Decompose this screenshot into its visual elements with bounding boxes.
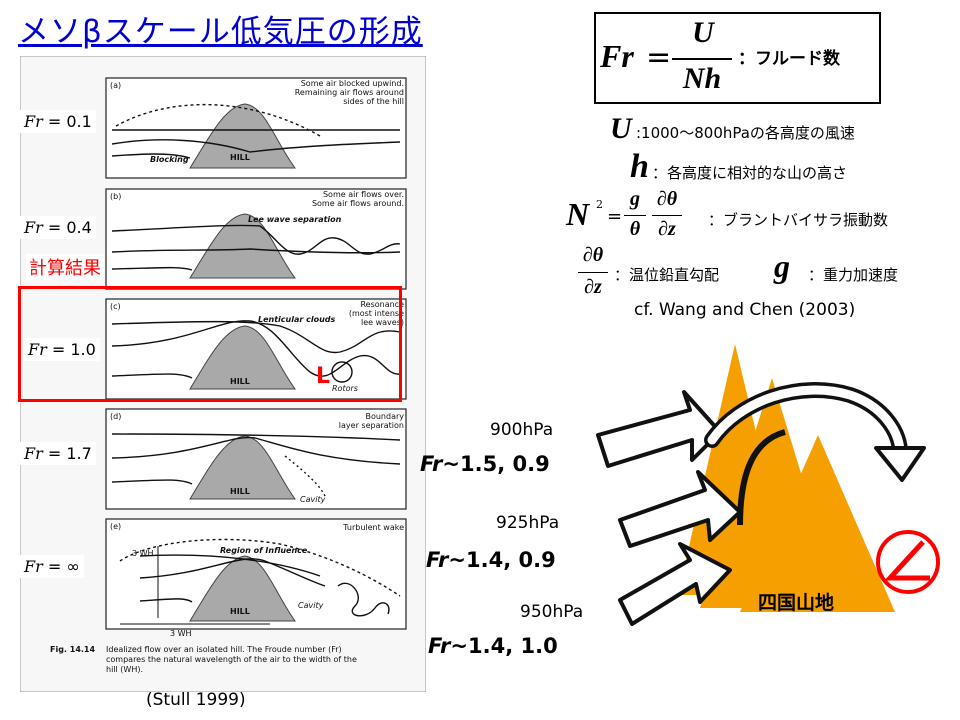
panel-e-wake: Turbulent wake	[342, 523, 404, 532]
panel-e-hill: HILL	[230, 607, 250, 616]
panel-a-hill: HILL	[230, 153, 250, 162]
def-g-text: ：重力加速度	[808, 266, 899, 284]
def-dtheta-bar	[578, 272, 608, 273]
panel-d-note1: Boundary	[365, 412, 404, 421]
panel-a-note1: Some air blocked upwind.	[301, 79, 404, 88]
formula-caption: ：フルード数	[738, 49, 840, 69]
formula-numerator: U	[692, 16, 714, 49]
fr-label-c: Fr = 1.0	[24, 338, 100, 361]
level-900-pressure: 900hPa	[490, 420, 554, 440]
mountain-label: 四国山地	[758, 592, 835, 614]
panel-a-note2: Remaining air flows around	[295, 88, 404, 97]
panel-c-note2: (most intense	[349, 309, 404, 318]
flow-arrow-900	[596, 390, 722, 468]
level-950-pressure: 950hPa	[520, 602, 584, 622]
def-n-frac1-den: θ	[629, 218, 641, 240]
def-g-symbol: g	[774, 248, 790, 284]
flow-arrow-950	[618, 542, 732, 626]
def-h-text: ：各高度に相対的な山の高さ	[652, 164, 848, 182]
def-n-eq: =	[607, 206, 623, 227]
formula-equals: =	[646, 40, 672, 75]
curved-flow-upper-head	[874, 446, 926, 482]
panel-e-cavity: Cavity	[298, 601, 324, 610]
panel-a-blocking: Blocking	[150, 155, 189, 164]
def-h-symbol: h	[630, 148, 649, 185]
level-925-fr: Fr~1.4, 0.9	[426, 548, 556, 572]
flow-regime-figure: (a) Some air blocked upwind. Remaining a…	[20, 56, 426, 692]
hill-b	[189, 213, 296, 279]
source-citation: (Stull 1999)	[146, 690, 246, 710]
panel-b-note1: Some air flows over.	[323, 190, 404, 199]
mountain-peak-3	[740, 435, 895, 612]
def-n-symbol: N	[566, 196, 590, 232]
formula-denominator: Nh	[682, 62, 722, 95]
panel-c-rotors: Rotors	[332, 384, 358, 393]
def-dtheta-text: ：温位鉛直勾配	[614, 266, 720, 284]
def-n-frac1-num: g	[630, 188, 640, 210]
panel-b-tag: (b)	[110, 192, 121, 201]
panel-d-note2: layer separation	[339, 421, 404, 430]
panel-e-wh1: 3 WH	[132, 549, 154, 558]
figure-caption-1: Idealized flow over an isolated hill. Th…	[106, 645, 342, 654]
figure-caption-2: compares the natural wavelength of the a…	[106, 655, 357, 664]
def-n-exp: 2	[596, 198, 603, 211]
level-950-fr: Fr~1.4, 1.0	[428, 634, 558, 658]
figure-caption-3: hill (WH).	[106, 665, 143, 674]
def-u-symbol: U	[610, 112, 632, 145]
formula-fraction-bar	[672, 58, 732, 60]
panel-e-wh2: 3 WH	[170, 629, 192, 638]
panel-c-tag: (c)	[110, 302, 121, 311]
fr-label-d: Fr = 1.7	[20, 442, 96, 465]
panel-e-region: Region of Influence	[220, 546, 308, 555]
def-n-frac2-den: ∂z	[658, 218, 676, 240]
panel-d-cavity: Cavity	[300, 495, 326, 504]
panel-a-tag: (a)	[110, 81, 121, 90]
panel-a-note3: sides of the hill	[343, 97, 404, 106]
flow-arrow-925	[618, 470, 742, 548]
panel-d-hill: HILL	[230, 487, 250, 496]
panel-c-note1: Resonance	[360, 300, 404, 309]
result-highlight-box	[18, 286, 402, 402]
result-label: 計算結果	[26, 254, 104, 280]
hill-c	[189, 325, 296, 390]
def-dtheta-den: ∂z	[584, 276, 602, 298]
panel-c-note3: lee waves)	[361, 318, 404, 327]
panel-c-lenticular: Lenticular clouds	[258, 315, 335, 324]
hill-d	[189, 435, 296, 500]
formula-lhs: Fr	[600, 38, 634, 74]
panel-e-tag: (e)	[110, 522, 121, 531]
panel-b-note2: Some air flows around.	[312, 199, 404, 208]
low-marker: L	[316, 364, 331, 389]
figure-number: Fig. 14.14	[50, 645, 95, 654]
hill-e	[189, 555, 296, 622]
hill-a	[189, 103, 296, 169]
fr-label-a: Fr = 0.1	[20, 110, 96, 133]
def-n-frac2-bar	[652, 215, 682, 216]
level-900-fr: Fr~1.5, 0.9	[420, 452, 550, 476]
curved-flow-lower	[737, 429, 786, 526]
def-n-text: ：ブラントバイサラ振動数	[708, 211, 889, 229]
froude-formula-box	[594, 12, 881, 104]
shikoku-schematic	[596, 344, 940, 626]
panel-c-hill: HILL	[230, 377, 250, 386]
def-u-text: :1000～800hPaの各高度の風速	[636, 124, 855, 142]
def-n-frac2-num: ∂θ	[656, 188, 678, 210]
reference-citation: cf. Wang and Chen (2003)	[634, 300, 856, 320]
page-title: メソβスケール低気圧の形成	[18, 14, 423, 50]
level-925-pressure: 925hPa	[496, 513, 560, 533]
panel-b-lee: Lee wave separation	[248, 215, 342, 224]
def-dtheta-num: ∂θ	[582, 244, 604, 266]
panel-d-tag: (d)	[110, 412, 121, 421]
fr-label-b: Fr = 0.4	[20, 216, 96, 239]
def-n-frac1-bar	[624, 215, 646, 216]
fr-label-e: Fr = ∞	[20, 555, 84, 578]
